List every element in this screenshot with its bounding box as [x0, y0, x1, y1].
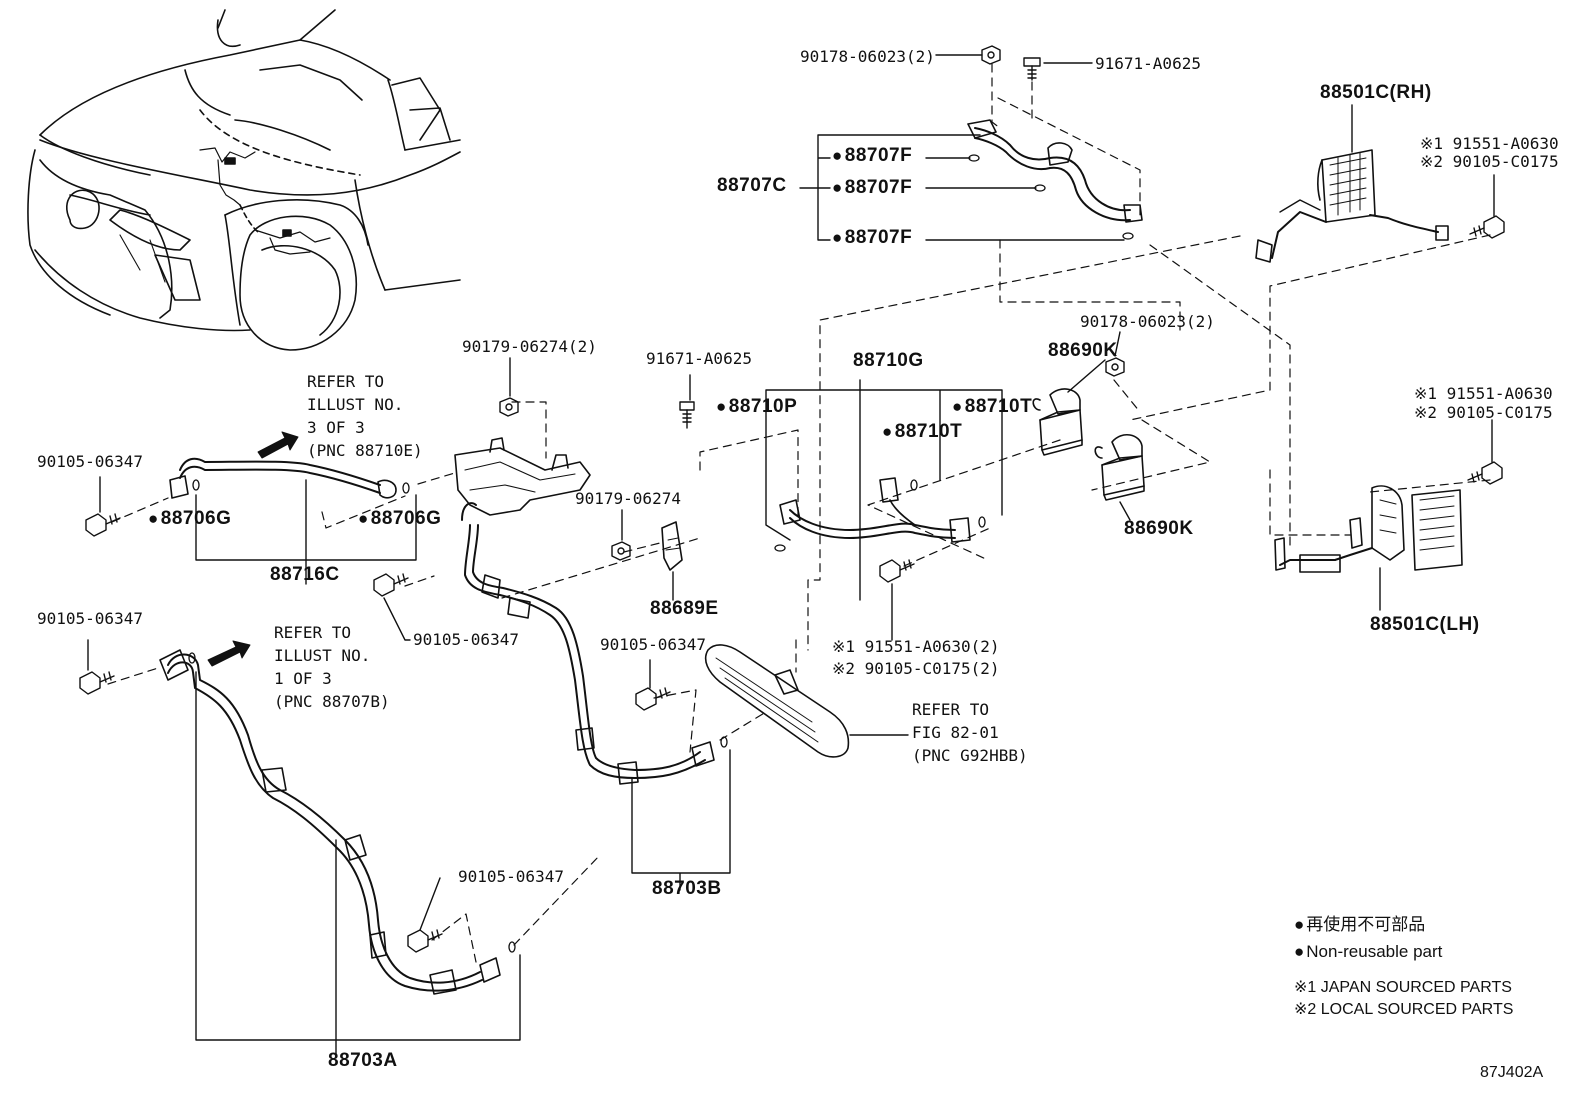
label-88501C-LH: 88501C(LH) [1370, 614, 1480, 635]
label-88710T-1: 88710T [952, 397, 1032, 416]
assembly-dashed-lines [107, 63, 1491, 963]
part-88690K-solenoids [1032, 388, 1145, 501]
illustration-code: 87J402A [1480, 1064, 1544, 1081]
label-88707F-2: 88707F [832, 178, 912, 197]
label-rh-note2: ※2 90105-C0175 [1420, 152, 1559, 171]
label-90179-06274: 90179-06274 [575, 489, 681, 508]
part-88689E-bracket [661, 521, 683, 571]
reference-arrows [207, 431, 299, 667]
label-88706G-2: 88706G [358, 509, 441, 528]
label-90178-06023-top: 90178-06023(2) [800, 47, 935, 66]
label-mid-note1: ※1 91551-A0630(2) [832, 637, 1000, 656]
label-lh-note2: ※2 90105-C0175 [1414, 403, 1553, 422]
legend-note1: ※1 JAPAN SOURCED PARTS [1294, 979, 1512, 996]
label-mid-note2: ※2 90105-C0175(2) [832, 659, 1000, 678]
label-88690K-2: 88690K [1124, 518, 1194, 539]
refer-illust-1-of-3: REFER TO ILLUST NO. 1 OF 3 (PNC 88707B) [274, 623, 390, 711]
o-rings [188, 154, 1134, 953]
label-88501C-RH: 88501C(RH) [1320, 82, 1432, 103]
legend-jp: 再使用不可部品 [1294, 916, 1425, 934]
refer-illust-3-of-3: REFER TO ILLUST NO. 3 OF 3 (PNC 88710E) [307, 372, 423, 460]
label-88690K-1: 88690K [1048, 340, 1118, 361]
part-88710G-harness [779, 477, 971, 543]
legend-non-reusable: Non-reusable part [1294, 943, 1442, 961]
label-90105-06347-left: 90105-06347 [37, 452, 143, 471]
vehicle-front-illustration [27, 9, 461, 351]
leader-lines [87, 54, 1495, 1056]
label-rh-note1: ※1 91551-A0630 [1420, 134, 1559, 153]
label-88689E: 88689E [650, 598, 719, 619]
part-88716C-pipe [169, 457, 397, 499]
label-88707F-1: 88707F [832, 146, 912, 165]
label-lh-note1: ※1 91551-A0630 [1414, 384, 1553, 403]
part-88501C-LH-sensor [1274, 485, 1463, 573]
control-module-outline [704, 644, 850, 758]
label-88707C: 88707C [717, 175, 787, 196]
label-88710G: 88710G [853, 350, 924, 371]
center-bracket [454, 437, 591, 516]
label-91671-a0625-top: 91671-A0625 [1095, 54, 1201, 73]
label-88716C: 88716C [270, 564, 340, 585]
label-90179-06274-2: 90179-06274(2) [462, 337, 597, 356]
label-88703B: 88703B [652, 878, 722, 899]
label-88710T-2: 88710T [882, 422, 962, 441]
label-88703A: 88703A [328, 1050, 398, 1071]
refer-fig-82-01: REFER TO FIG 82-01 (PNC G92HBB) [912, 700, 1028, 765]
label-88707F-3: 88707F [832, 228, 912, 247]
part-88707C-harness [967, 119, 1143, 223]
legend-note2: ※2 LOCAL SOURCED PARTS [1294, 1001, 1514, 1018]
label-90178-06023-mid: 90178-06023(2) [1080, 312, 1215, 331]
part-88703A-pipe [159, 649, 501, 995]
fastener-glyphs [79, 45, 1505, 953]
label-90105-06347-center2: 90105-06347 [600, 635, 706, 654]
label-90105-06347-lower-left: 90105-06347 [37, 609, 143, 628]
label-88710P: 88710P [716, 397, 797, 416]
label-90105-06347-bottom: 90105-06347 [458, 867, 564, 886]
label-91671-a0625-mid: 91671-A0625 [646, 349, 752, 368]
part-88501C-RH-sensor [1255, 149, 1449, 263]
label-90105-06347-center: 90105-06347 [413, 630, 519, 649]
label-88706G-1: 88706G [148, 509, 231, 528]
